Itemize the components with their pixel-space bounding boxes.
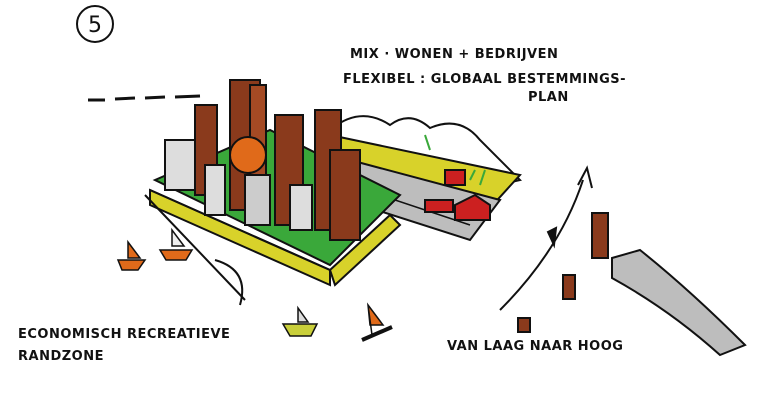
- label-economisch: ECONOMISCH RECREATIEVE: [18, 327, 230, 342]
- reeds: [424, 134, 486, 186]
- label-randzone: RANDZONE: [18, 349, 104, 364]
- red-houses: [424, 169, 491, 221]
- zone-curve: [214, 259, 244, 306]
- annotation-mix: MIX · WONEN + BEDRIJVEN: [350, 47, 558, 62]
- label-van-laag-naar-hoog: VAN LAAG NAAR HOOG: [447, 339, 623, 354]
- annotation-flexibel: FLEXIBEL : GLOBAAL BESTEMMINGS-: [343, 72, 626, 87]
- orange-dome: [229, 136, 267, 174]
- step-circle: [76, 5, 114, 43]
- platform-edge-side: [328, 213, 402, 287]
- step-badge: 5: [76, 5, 114, 43]
- grey-river: [611, 248, 747, 357]
- step-number: 5: [88, 13, 102, 38]
- height-gradient: [499, 165, 609, 333]
- quay-lines: [144, 189, 331, 301]
- annotation-plan: PLAN: [528, 90, 569, 105]
- horizon-dashes: [88, 94, 201, 102]
- arrow-head-icon: [577, 165, 593, 189]
- arrow-curve: [499, 179, 584, 311]
- building-cluster: [164, 79, 361, 241]
- sailboats: [116, 227, 393, 342]
